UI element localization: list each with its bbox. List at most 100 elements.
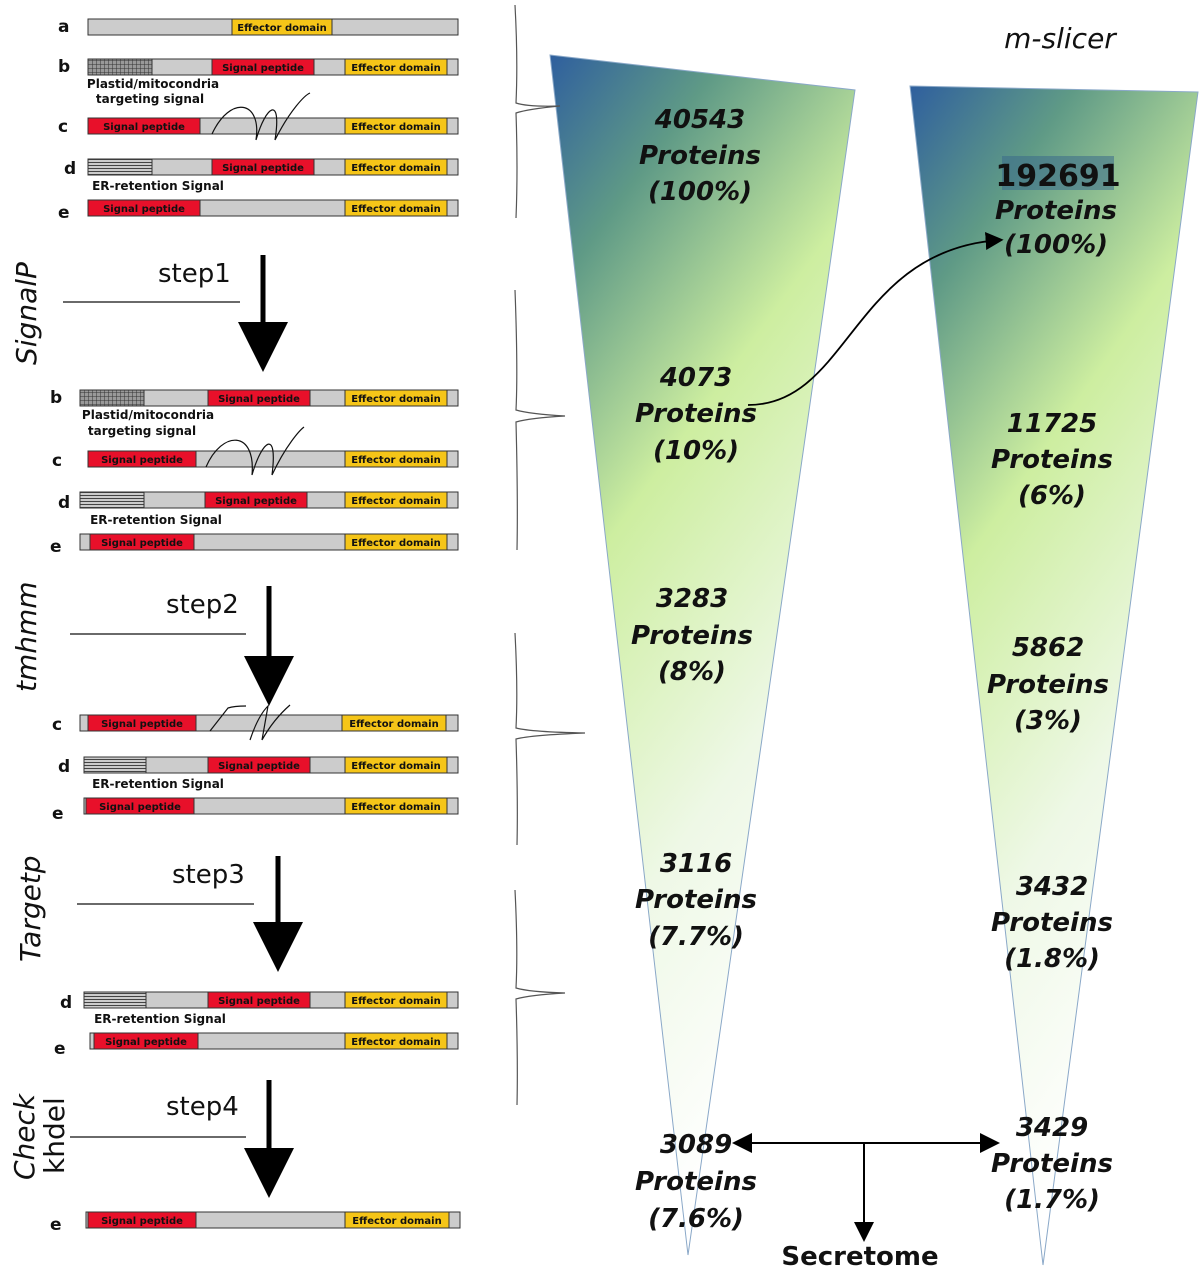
svg-text:Proteins: Proteins [991, 908, 1113, 938]
signal-peptide [204, 491, 308, 509]
svg-text:Signal peptide: Signal peptide [222, 163, 304, 174]
effector-domain [341, 714, 447, 732]
svg-text:Signal peptide: Signal peptide [218, 394, 300, 405]
signal-peptide [211, 158, 315, 176]
tool-signalp: SignalP [10, 262, 43, 365]
step-label-3: step3 [172, 860, 245, 890]
svg-text:Signal peptide: Signal peptide [222, 63, 304, 74]
effector-domain [344, 389, 448, 407]
right-count-2: 5862 [1012, 633, 1084, 663]
svg-text:targeting signal: targeting signal [88, 424, 196, 438]
svg-text:ER-retention Signal: ER-retention Signal [94, 1012, 226, 1026]
funnel-right [909, 85, 1199, 1266]
svg-text:Signal peptide: Signal peptide [103, 204, 185, 215]
er-retention-signal [87, 158, 153, 176]
svg-text:Effector domain: Effector domain [351, 455, 440, 466]
link-arrow [747, 232, 1004, 406]
right-count-3: 3432 [1016, 872, 1088, 902]
signal-peptide [87, 450, 197, 468]
svg-text:(1.7%): (1.7%) [1004, 1185, 1100, 1215]
row-letter-c: c [58, 117, 68, 137]
svg-text:(100%): (100%) [648, 177, 752, 207]
svg-text:Signal peptide: Signal peptide [99, 802, 181, 813]
svg-text:Effector domain: Effector domain [351, 63, 440, 74]
signal-peptide [211, 58, 315, 76]
svg-text:Signal peptide: Signal peptide [101, 719, 183, 730]
step-label-1: step1 [158, 259, 231, 289]
svg-text:Signal peptide: Signal peptide [103, 122, 185, 133]
signal-peptide [93, 1032, 199, 1050]
tool-khdel: khdel [38, 1097, 71, 1174]
svg-text:ER-retention Signal: ER-retention Signal [90, 513, 222, 527]
svg-text:Effector domain: Effector domain [351, 122, 440, 133]
tool-check: Check [8, 1092, 41, 1180]
svg-text:(7.7%): (7.7%) [648, 922, 744, 952]
effector-domain [344, 533, 448, 551]
left-count-3: 3116 [660, 849, 732, 879]
svg-text:(8%): (8%) [658, 657, 726, 687]
effector-domain [344, 117, 448, 135]
svg-text:Effector domain: Effector domain [351, 496, 440, 507]
svg-text:Proteins: Proteins [995, 196, 1117, 226]
svg-text:Proteins: Proteins [991, 445, 1113, 475]
er-retention-signal [83, 991, 147, 1009]
right-count-0: 192691 [995, 159, 1120, 194]
effector-domain [344, 158, 448, 176]
svg-text:Proteins: Proteins [987, 670, 1109, 700]
row-letter-e: e [54, 1039, 66, 1059]
svg-text:Plastid/mitocondria: Plastid/mitocondria [82, 408, 214, 422]
svg-text:targeting signal: targeting signal [96, 92, 204, 106]
row-letter-e: e [58, 203, 70, 223]
row-letter-b: b [50, 388, 62, 408]
row-letter-d: d [64, 159, 76, 179]
transmembrane-helix-fragment [209, 704, 291, 741]
secretome-label: Secretome [781, 1242, 938, 1272]
svg-text:(100%): (100%) [1004, 230, 1108, 260]
step-markers: step1 step2 step3 step4 [63, 255, 303, 1198]
svg-text:Effector domain: Effector domain [351, 394, 440, 405]
step-label-2: step2 [166, 590, 239, 620]
m-slicer-title: m-slicer [1004, 22, 1117, 55]
row-letter-a: a [58, 17, 69, 37]
effector-domain [344, 1032, 448, 1050]
secretome-arrows [732, 1133, 1000, 1242]
row-letter-e: e [50, 1215, 62, 1235]
svg-text:Effector domain: Effector domain [351, 1037, 440, 1048]
svg-text:Effector domain: Effector domain [351, 802, 440, 813]
step-label-4: step4 [166, 1092, 239, 1122]
left-count-0: 40543 [654, 105, 745, 135]
effector-domain [344, 991, 448, 1009]
row-letter-e: e [52, 804, 64, 824]
transmembrane-helix [211, 92, 311, 141]
signal-peptide [87, 199, 201, 217]
svg-text:(1.8%): (1.8%) [1004, 944, 1100, 974]
row-letter-d: d [60, 993, 72, 1013]
signal-peptide [89, 533, 195, 551]
svg-text:Signal peptide: Signal peptide [218, 996, 300, 1007]
svg-text:(7.6%): (7.6%) [648, 1204, 744, 1234]
signal-peptide [85, 797, 195, 815]
er-retention-signal [83, 756, 147, 774]
svg-text:Effector domain: Effector domain [351, 538, 440, 549]
svg-text:Proteins: Proteins [635, 885, 757, 915]
er-retention-signal [79, 491, 145, 509]
right-count-1: 11725 [1007, 409, 1097, 439]
effector-domain [344, 450, 448, 468]
svg-text:Effector domain: Effector domain [351, 204, 440, 215]
row-letter-d: d [58, 493, 70, 513]
funnel-right-counts: 192691 Proteins (100%) 11725 Proteins (6… [987, 156, 1121, 1215]
left-count-2: 3283 [656, 584, 728, 614]
effector-domain [231, 18, 333, 36]
svg-text:ER-retention Signal: ER-retention Signal [92, 179, 224, 193]
transmembrane-helix [205, 426, 305, 476]
svg-text:Signal peptide: Signal peptide [215, 496, 297, 507]
protein-rows: a Effector domain b Signal peptide Effec… [50, 17, 461, 1235]
svg-text:Effector domain: Effector domain [352, 1216, 441, 1227]
svg-text:Proteins: Proteins [631, 621, 753, 651]
left-count-1: 4073 [659, 363, 732, 393]
signal-peptide [87, 117, 201, 135]
row-letter-c: c [52, 715, 62, 735]
svg-text:(10%): (10%) [653, 436, 739, 466]
row-letter-e: e [50, 537, 62, 557]
